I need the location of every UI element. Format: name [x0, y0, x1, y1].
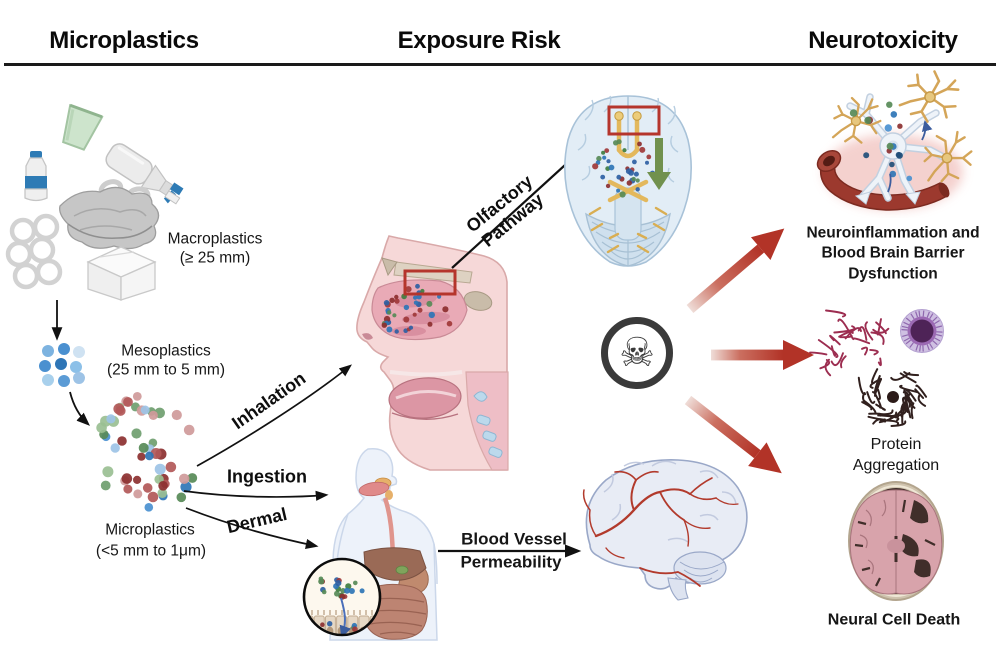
macroplastics-size: (≥ 25 mm)	[179, 249, 251, 267]
microplastics-size: (<5 mm to 1μm)	[95, 542, 207, 560]
olfactory-descent-arrow	[647, 138, 671, 190]
nasal-highlight-box	[403, 269, 457, 296]
outcome2-line1: Protein	[870, 436, 922, 454]
dermal-arrow	[185, 507, 319, 549]
outcome1-line2: Blood Brain Barrier	[821, 244, 965, 262]
outcome2-line2: Aggregation	[852, 457, 940, 474]
header-exposure-risk: Exposure Risk	[397, 27, 561, 54]
spray-bottle-icon	[105, 143, 184, 205]
mesoplastics-label: Mesoplastics	[121, 342, 211, 360]
olfactory-bulb-highlight-box	[607, 105, 661, 136]
neuroinflammation-illustration	[816, 63, 979, 211]
nasal-cavity-illustration	[356, 235, 509, 471]
mesoplastics-size: (25 mm to 5 mm)	[107, 361, 225, 379]
header-neurotoxicity: Neurotoxicity	[808, 27, 958, 54]
foam-box-icon	[86, 246, 157, 301]
bvp-line2: Permeability	[460, 552, 562, 572]
outcome-arrow-bottom	[684, 395, 782, 474]
outcome-arrow-top	[686, 228, 785, 313]
ingestion-arrow	[183, 490, 329, 501]
header-microplastics: Microplastics	[49, 27, 199, 54]
header-divider	[4, 63, 996, 66]
six-pack-rings-icon	[5, 213, 63, 290]
outcome2-label: Protein Aggregation	[853, 435, 939, 477]
ingestion-label: Ingestion	[227, 466, 307, 487]
microplastics-label: Microplastics	[105, 521, 195, 539]
plastic-bag-icon	[59, 179, 160, 250]
inhalation-arrow	[196, 364, 352, 467]
outcome1-line3: Dysfunction	[848, 265, 938, 283]
meso-to-micro-arrow	[69, 391, 90, 426]
brain-lateral-view	[582, 459, 748, 601]
skull-crossbones-icon: ☠	[601, 317, 673, 389]
skull-glyph: ☠	[619, 331, 655, 375]
macroplastics-label: Macroplastics	[167, 230, 263, 248]
outcome3-label: Neural Cell Death	[827, 611, 961, 629]
brain-inferior-view	[564, 95, 692, 267]
outcome-arrow-middle	[711, 340, 814, 370]
water-bottle-icon	[24, 151, 48, 202]
outcome1-label: Neuroinflammation and Blood Brain Barrie…	[806, 223, 979, 284]
outcome1-line1: Neuroinflammation and	[806, 224, 980, 242]
plastic-cup-icon	[62, 103, 104, 151]
bvp-line1: Blood Vessel	[461, 529, 567, 549]
microplastics-cluster	[96, 392, 198, 512]
mesoplastics-cluster	[39, 343, 85, 387]
neural-cell-death-illustration	[848, 481, 944, 601]
protein-aggregation-illustration	[809, 309, 944, 427]
